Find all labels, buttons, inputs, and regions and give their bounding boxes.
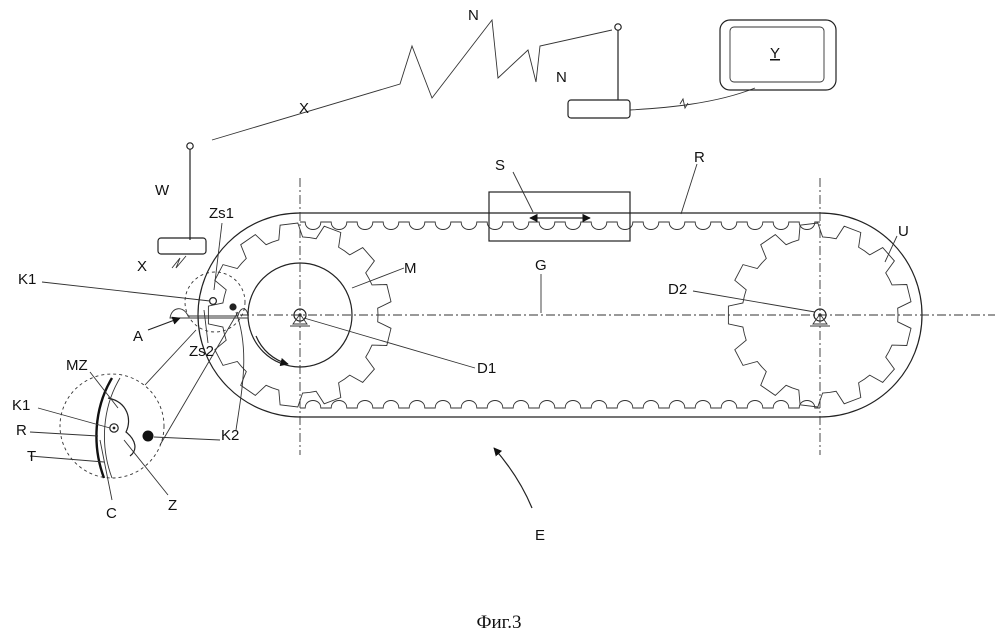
leader-r — [680, 163, 698, 215]
detail-circle — [59, 373, 165, 479]
signal-squiggle — [171, 255, 187, 269]
label-u: U — [898, 223, 909, 240]
label-zs1: Zs1 — [209, 205, 234, 222]
leader-a — [147, 316, 181, 331]
label-k1-detail: K1 — [12, 397, 30, 414]
leader-k2-detail — [153, 436, 221, 441]
monitor-frame — [719, 19, 837, 91]
label-n-top: N — [468, 7, 479, 24]
label-mz: MZ — [66, 357, 88, 374]
label-g: G — [535, 257, 547, 274]
belt-teeth-top — [300, 221, 820, 230]
label-a: A — [133, 328, 143, 345]
sensor-k1 — [209, 297, 218, 306]
leader-u — [884, 235, 898, 263]
detail-belt-edge-inner — [104, 377, 121, 479]
detail-belt-edge — [95, 377, 114, 479]
leader-r-detail — [29, 431, 99, 437]
label-s: S — [495, 157, 505, 174]
receiver-n — [567, 99, 631, 119]
label-x-upper: X — [299, 100, 309, 117]
label-r-belt: R — [694, 149, 705, 166]
radio-link-x — [211, 18, 613, 141]
slider-box — [488, 191, 631, 242]
detail-k2 — [142, 430, 154, 442]
leader-t — [29, 455, 105, 463]
cable-squiggle — [679, 97, 689, 110]
label-y: Y — [770, 45, 780, 62]
belt-teeth-bottom — [300, 400, 820, 409]
label-c: C — [106, 505, 117, 522]
label-d1: D1 — [477, 360, 496, 377]
drive-direction-arrow — [255, 335, 289, 367]
transmitter-w — [157, 237, 207, 255]
leader-mz — [89, 371, 119, 409]
leader-e — [493, 447, 533, 509]
detail-k1-center — [112, 426, 116, 430]
detail-leader-2 — [159, 311, 239, 446]
leader-zs2 — [203, 309, 209, 344]
leader-s — [512, 171, 534, 213]
label-k2: K2 — [221, 427, 239, 444]
leader-d1 — [303, 317, 476, 369]
leader-c — [99, 439, 113, 501]
label-n-box: N — [556, 69, 567, 86]
figure-caption: Фиг.3 — [476, 612, 521, 633]
leader-d2 — [692, 290, 816, 313]
monitor-screen — [729, 26, 825, 83]
detail-tooth — [107, 397, 136, 457]
label-d2: D2 — [668, 281, 687, 298]
leader-k2 — [235, 311, 245, 431]
label-w: W — [155, 182, 170, 199]
leader-k1-detail — [37, 407, 111, 429]
label-z: Z — [168, 497, 177, 514]
label-zs2: Zs2 — [189, 343, 214, 360]
detail-leader-1 — [144, 329, 197, 386]
label-r-detail: R — [16, 422, 27, 439]
antenna-w-tip — [186, 142, 194, 150]
leader-k1 — [41, 281, 211, 302]
antenna-n-tip — [614, 23, 622, 31]
sensor-k2 — [229, 303, 237, 311]
sensor-mount — [169, 308, 249, 319]
label-x-lower: X — [137, 258, 147, 275]
label-k1-top: K1 — [18, 271, 36, 288]
leader-m — [351, 267, 405, 289]
sensor-area — [184, 271, 246, 333]
leader-zs1 — [213, 222, 223, 291]
label-e: E — [535, 527, 545, 544]
label-m: M — [404, 260, 417, 277]
cable-to-monitor — [629, 87, 756, 111]
label-t: T — [27, 448, 36, 465]
left-gear — [207, 222, 392, 408]
leader-z — [123, 439, 169, 496]
